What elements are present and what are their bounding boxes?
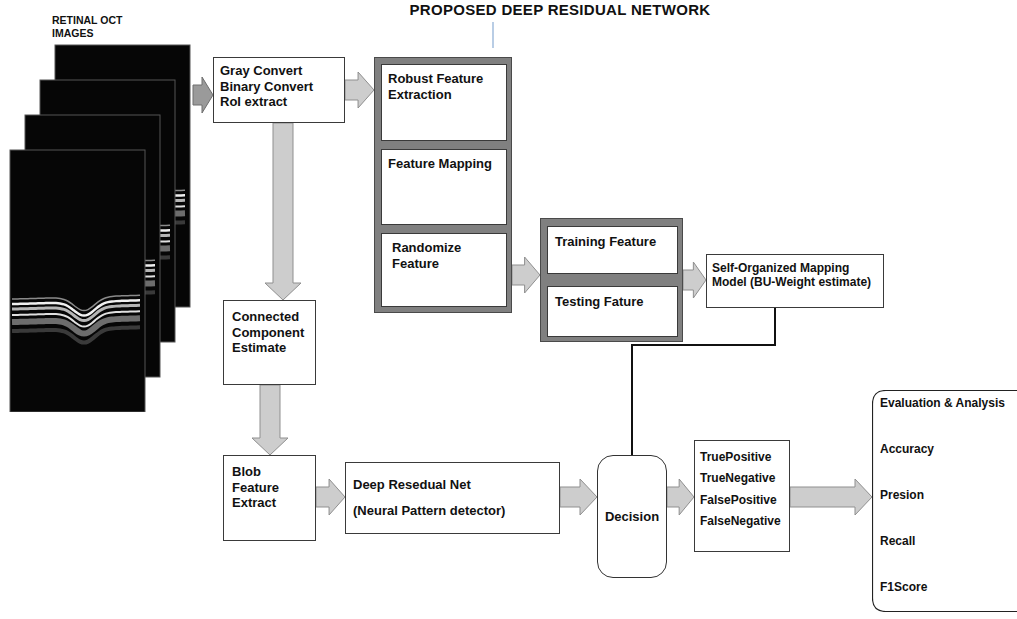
block-arrow [252, 385, 288, 455]
block-arrow [560, 479, 597, 515]
block-arrow [790, 479, 872, 515]
process-box: Randomize Feature [381, 233, 507, 307]
block-arrow [316, 479, 345, 515]
node-label: TruePositive [700, 450, 784, 464]
block-arrow [193, 77, 213, 113]
node-label: RETINAL OCT IMAGES [52, 14, 128, 39]
process-box: Training Feature [547, 226, 678, 274]
node-label: Robust Feature Extraction [388, 71, 500, 102]
retina-layer [12, 327, 140, 342]
block-arrow [345, 72, 374, 108]
node-label: Blob Feature Extract [232, 464, 307, 511]
node-label: Testing Fature [555, 294, 670, 310]
node-label: Accuracy [880, 442, 1013, 456]
node-label: Training Feature [555, 234, 670, 250]
divider-line [492, 22, 494, 48]
node-label: FalseNegative [700, 514, 784, 528]
process-box: Connected Component Estimate [223, 300, 316, 385]
node-label: Self-Organized Mapping Model (BU-Weight … [712, 261, 878, 290]
node-label: Evaluation & Analysis [880, 396, 1013, 410]
process-box: Gray Convert Binary Convert RoI extract [213, 57, 345, 123]
block-arrow [667, 479, 694, 515]
node-label: F1Score [880, 580, 1013, 594]
process-box: Robust Feature Extraction [381, 64, 507, 141]
process-box: Feature Mapping [381, 149, 507, 225]
node-label: Connected Component Estimate [232, 309, 307, 356]
block-arrow [265, 123, 301, 300]
process-box: Blob Feature Extract [223, 455, 316, 541]
node-label: FalsePositive [700, 493, 784, 507]
node-label: TrueNegative [700, 471, 784, 485]
image-stack: RETINAL OCT IMAGES [8, 8, 193, 412]
node-label: Deep Resedual Net [353, 477, 552, 493]
group-panel: Robust Feature ExtractionFeature Mapping… [374, 57, 512, 313]
oct-image-stack [8, 8, 193, 412]
metrics-bracket: Evaluation & AnalysisAccuracyPresionReca… [872, 390, 1017, 612]
oct-image [10, 150, 145, 412]
decision-box: Decision [597, 455, 667, 578]
bracket-line [873, 391, 1017, 612]
node-label: Presion [880, 488, 1013, 502]
node-label: Recall [880, 534, 1013, 548]
group-panel: Training FeatureTesting Fature [540, 218, 683, 342]
block-arrow [683, 262, 706, 298]
node-label: Gray Convert Binary Convert RoI extract [220, 63, 330, 110]
outcome-box: TruePositiveTrueNegativeFalsePositiveFal… [694, 440, 790, 552]
node-label: Randomize Feature [392, 240, 500, 271]
node-label: Decision [605, 509, 659, 525]
title-block: PROPOSED DEEP RESIDUAL NETWORK [370, 1, 750, 19]
process-box: Testing Fature [547, 286, 678, 337]
node-label: (Neural Pattern detector) [353, 503, 552, 519]
block-arrow [512, 257, 540, 293]
node-label: Feature Mapping [388, 156, 500, 172]
diagram-title: PROPOSED DEEP RESIDUAL NETWORK [370, 1, 750, 19]
model-box: Self-Organized Mapping Model (BU-Weight … [706, 254, 884, 308]
network-box: Deep Resedual Net (Neural Pattern detecto… [345, 462, 560, 534]
